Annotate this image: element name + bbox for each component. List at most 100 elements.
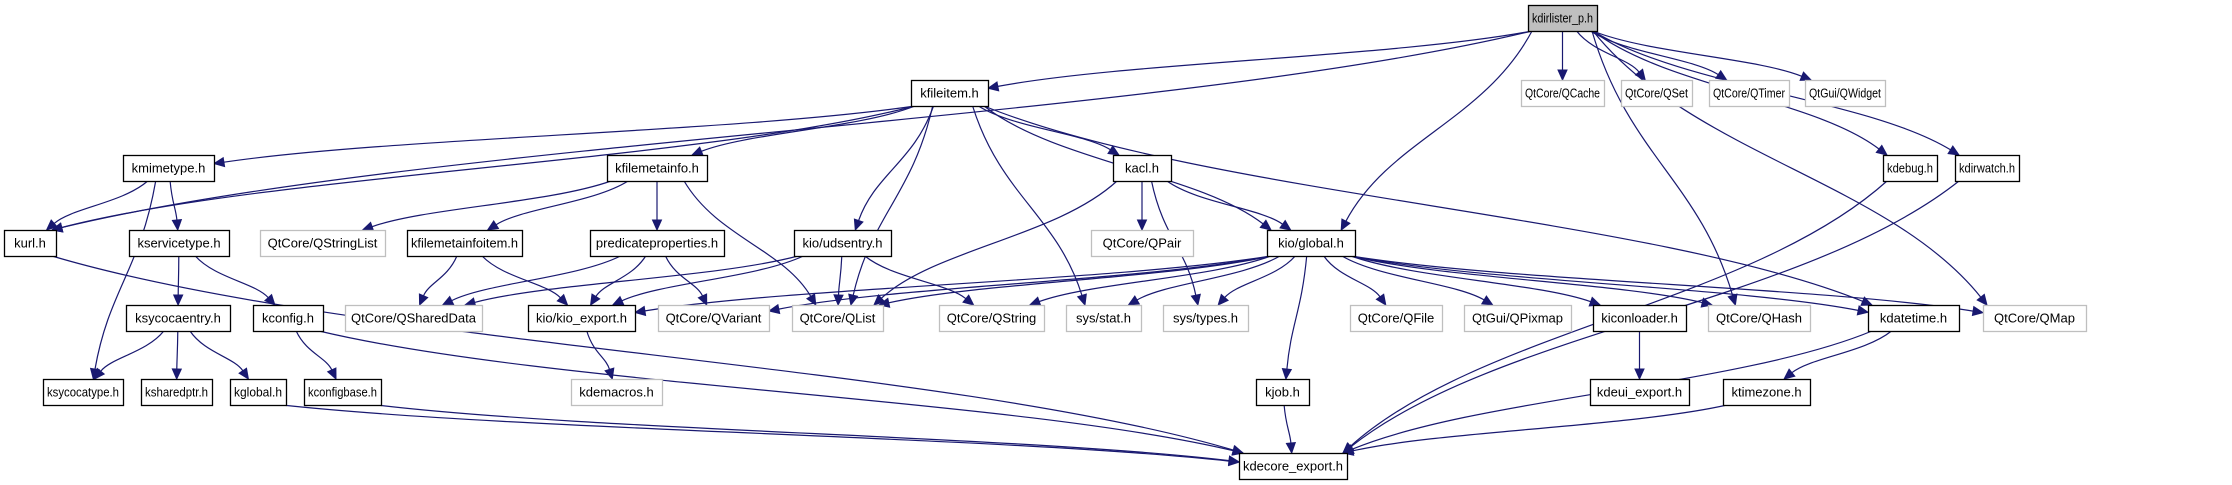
node-kmimetype[interactable]: kmimetype.h [122,154,216,183]
edge-kdirlister_p-to-QHash [1591,30,1734,296]
node-box [589,229,726,258]
node-ksycocatype[interactable]: ksycocatype.h [42,378,125,407]
arrowhead-icon [326,367,337,381]
arrowhead-icon [1375,293,1387,307]
node-label: kdirwatch.h [1959,161,2015,176]
edge-udsentry-to-QString [864,255,967,300]
node-label: kdemacros.h [579,385,653,400]
edge-kfileitem-to-kurl [61,105,916,229]
node-global[interactable]: kio/global.h [1266,229,1357,258]
edge-global-to-sys_types [1224,255,1296,298]
node-label: QtCore/QList [800,311,876,326]
node-sys_stat: sys/stat.h [1065,304,1143,333]
edge-global-to-QVariant [778,255,1272,310]
node-QCache: QtCore/QCache [1520,79,1606,108]
edge-global-to-kio_export [644,255,1272,312]
node-label: ksycocaentry.h [135,311,221,326]
arrowhead-icon [1727,293,1738,307]
node-box [793,229,893,258]
edge-kmimetype-to-ksycocatype [94,180,157,370]
node-kglobal[interactable]: kglobal.h [229,378,288,407]
arrowhead-icon [1028,296,1042,307]
node-label: kglobal.h [234,385,282,400]
node-label: QtCore/QVariant [666,311,762,326]
node-box [344,304,484,333]
node-kservicetype[interactable]: kservicetype.h [128,229,231,258]
node-label: kdeui_export.h [1597,385,1682,400]
node-kfilemetainfoitem[interactable]: kfilemetainfoitem.h [406,229,524,258]
edge-kacl-to-global [1166,180,1283,225]
arrowhead-icon [361,221,375,232]
arrowhead-icon [171,219,183,232]
node-kdirwatch[interactable]: kdirwatch.h [1954,154,2021,183]
node-kdatetime[interactable]: kdatetime.h [1867,304,1961,333]
node-kconfig[interactable]: kconfig.h [252,304,325,333]
node-kjob[interactable]: kjob.h [1255,378,1311,407]
edge-kdirlister_p-to-QSet [1576,30,1640,73]
arrowhead-icon [1875,144,1888,156]
node-box [252,304,325,333]
node-kurl[interactable]: kurl.h [3,229,58,258]
edge-kfilemetainfoitem-to-QSharedData [422,255,458,297]
edge-global-to-QString [1038,255,1272,303]
edge-kfileitem-to-sys_stat [972,105,1083,296]
node-ksycocaentry[interactable]: ksycocaentry.h [125,304,232,333]
node-kacl[interactable]: kacl.h [1112,154,1173,183]
node-QString: QtCore/QString [938,304,1046,333]
arrowhead-icon [238,367,250,381]
node-kdecore_export[interactable]: kdecore_export.h [1238,452,1349,481]
edge-kmimetype-to-kservicetype [169,180,178,221]
edge-udsentry-to-QList [837,255,843,296]
node-kiconloader[interactable]: kiconloader.h [1592,304,1688,333]
edge-ksycocaentry-to-ksharedptr [176,330,179,370]
edge-global-to-QList [888,255,1272,304]
edge-kio_export-to-kdemacros [586,330,611,370]
arrowhead-icon [697,293,708,307]
node-label: QtCore/QString [947,311,1037,326]
edge-kfilemetainfo-to-QList [683,180,812,297]
arrowhead-icon [1480,295,1494,306]
node-box [3,229,58,258]
node-label: QtCore/QMap [1994,311,2075,326]
arrowhead-icon [1700,297,1714,308]
arrowhead-icon [962,294,975,306]
node-QPair: QtCore/QPair [1090,229,1195,258]
arrowhead-icon [690,146,704,157]
arrowhead-icon [1136,219,1148,232]
edge-kmimetype-to-kurl [53,180,149,224]
arrowhead-icon [1557,69,1568,82]
node-box [125,304,232,333]
node-box [1589,378,1691,407]
node-box [406,229,524,258]
arrowhead-icon [1342,442,1355,454]
node-kconfigbase[interactable]: kconfigbase.h [303,378,383,407]
node-udsentry[interactable]: kio/udsentry.h [793,229,893,258]
node-ksharedptr[interactable]: ksharedptr.h [140,378,214,407]
arrowhead-icon [1634,368,1645,381]
node-kdeui_export[interactable]: kdeui_export.h [1589,378,1691,407]
edge-predicateproperties-to-QSharedData [451,255,621,302]
arrowhead-icon [1947,145,1961,156]
arrowhead-icon [1281,368,1293,381]
node-kdebug[interactable]: kdebug.h [1882,154,1939,183]
node-label: kdatetime.h [1880,311,1947,326]
node-kfileitem[interactable]: kfileitem.h [910,79,990,108]
node-kdirlister_p[interactable]: kdirlister_p.h [1527,4,1599,33]
node-QWidget: QtGui/QWidget [1804,79,1887,108]
node-label: kurl.h [14,236,46,251]
arrowhead-icon [1231,444,1245,456]
node-box [657,304,771,333]
node-kfilemetainfo[interactable]: kfilemetainfo.h [606,154,709,183]
node-label: kfileitem.h [920,86,979,101]
node-box [1266,229,1357,258]
node-ktimezone[interactable]: ktimezone.h [1722,378,1812,407]
node-label: kdirlister_p.h [1532,11,1593,26]
node-box [1804,79,1887,108]
node-kio_export[interactable]: kio/kio_export.h [527,304,637,333]
node-predicateproperties[interactable]: predicateproperties.h [589,229,726,258]
node-QVariant: QtCore/QVariant [657,304,771,333]
edge-kfileitem-to-kfilemetainfo [701,105,916,152]
arrowhead-icon [1971,305,1985,317]
node-box [570,378,664,407]
